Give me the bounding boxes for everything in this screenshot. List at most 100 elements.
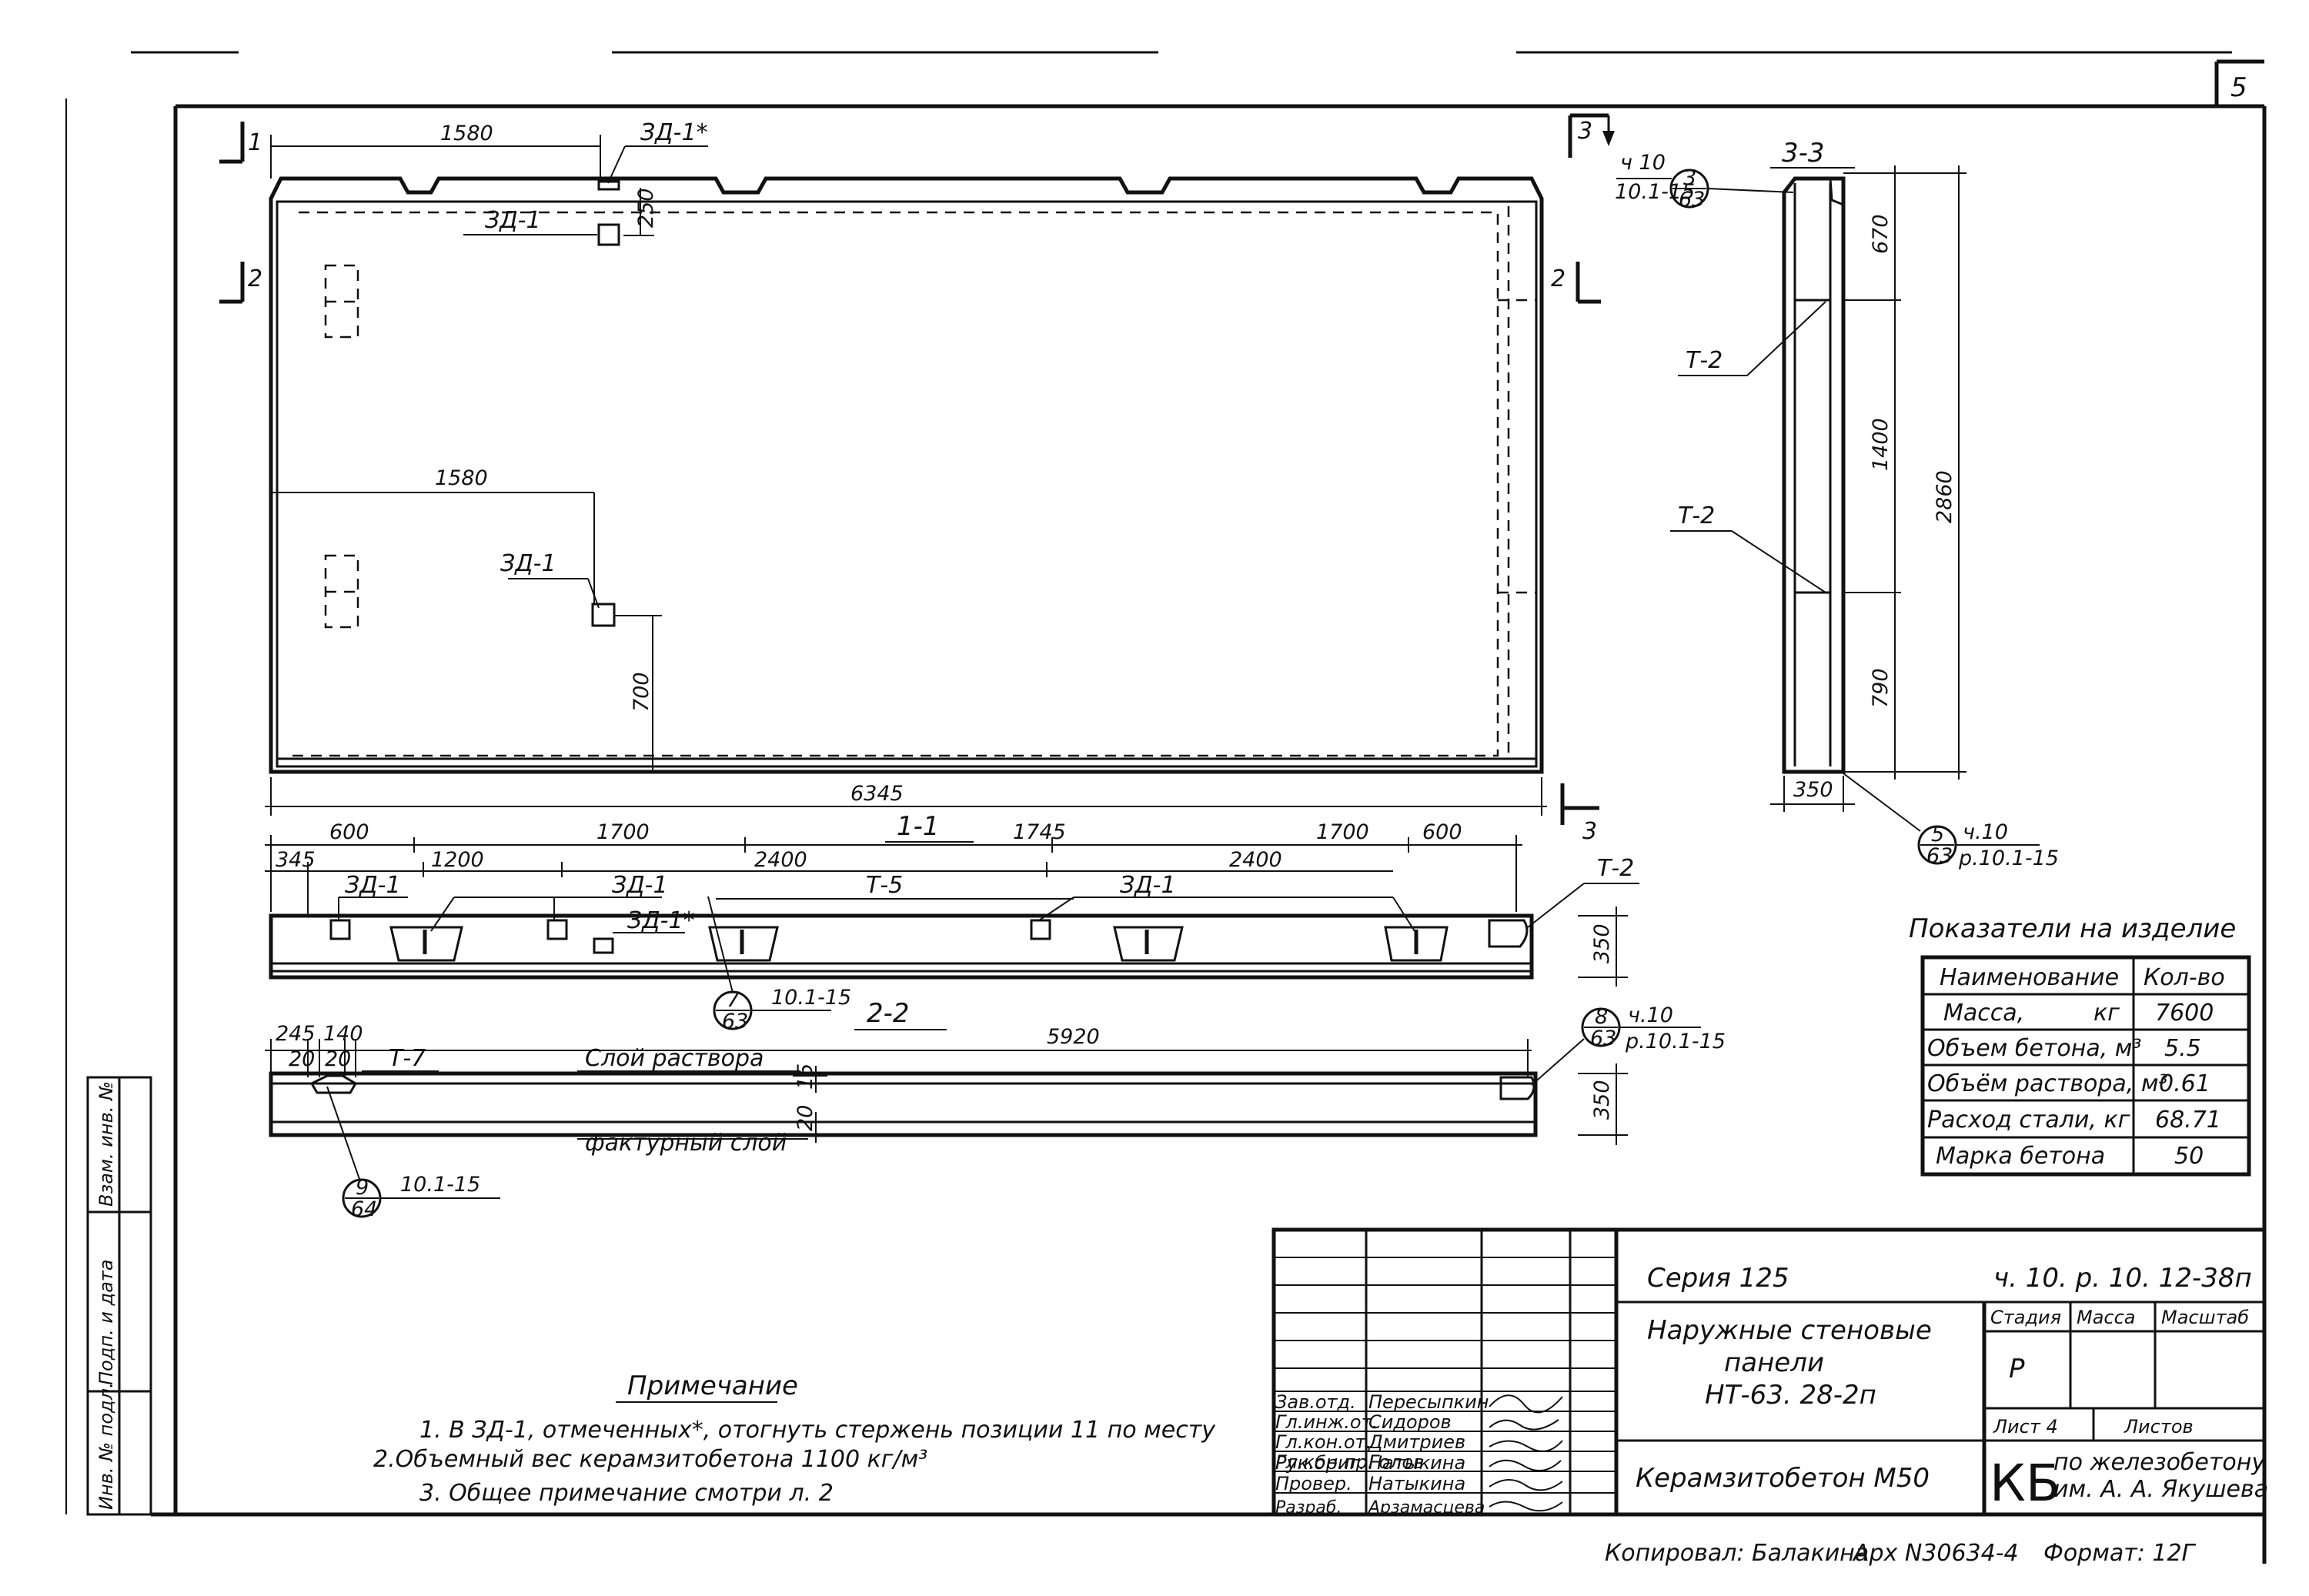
callout-7-sheet: 63 bbox=[722, 1010, 748, 1033]
strip-label-replace: Взам. инв. № bbox=[95, 1081, 117, 1207]
dim-22-140: 140 bbox=[323, 1022, 363, 1046]
section-1-1: 600 1700 1745 1700 600 1-1 345 1200 2400… bbox=[265, 811, 1639, 1033]
embedded-plate-mid bbox=[591, 603, 616, 627]
cut-1: 1 bbox=[248, 129, 262, 156]
callout-5-ref1: ч.10 bbox=[1963, 820, 2008, 844]
indicator-value-3: 68.71 bbox=[2155, 1107, 2221, 1134]
tb-org-mark: КБ bbox=[1990, 1454, 2060, 1513]
indicator-value-0: 7600 bbox=[2155, 1000, 2214, 1027]
tb-description-3: НТ-63. 28-2п bbox=[1705, 1380, 1876, 1411]
tb-material: Керамзитобетон М50 bbox=[1636, 1463, 1930, 1494]
callout-5-ref2: р.10.1-15 bbox=[1958, 846, 2059, 870]
tb-name-1: Сидоров bbox=[1368, 1411, 1452, 1433]
indicator-unit-0: кг bbox=[2093, 1000, 2120, 1027]
tb-name-0: Пересыпкин bbox=[1368, 1391, 1489, 1413]
label-22-mortar: Слой раствора bbox=[585, 1045, 764, 1072]
section-3-3: 3-3 670 1400 790 2860 Т-2 Т-2 350 3 63 ч… bbox=[1615, 138, 2059, 870]
indicator-name-1: Объем бетона, м³ bbox=[1927, 1035, 2141, 1062]
tb-format: Формат: 12Г bbox=[2043, 1540, 2197, 1567]
notes-line-2: 2.Объемный вес керамзитобетона 1100 кг/м… bbox=[373, 1446, 927, 1473]
label-33-t2a: Т-2 bbox=[1686, 347, 1723, 374]
label-zd-mid: ЗД-1 bbox=[500, 550, 556, 577]
indicator-name-4: Марка бетона bbox=[1936, 1143, 2105, 1170]
callout-5-sheet: 63 bbox=[1926, 844, 1953, 868]
label-zd-top: ЗД-1 bbox=[485, 207, 541, 234]
strip-label-sign: Подп. и дата bbox=[95, 1260, 117, 1386]
dim-11-1200: 1200 bbox=[431, 848, 484, 872]
signatures bbox=[1489, 1394, 1563, 1512]
tb-name-2: Дмитриев bbox=[1368, 1431, 1465, 1453]
notes: Примечание 1. В ЗД-1, отмеченных*, отогн… bbox=[373, 1371, 1216, 1507]
tb-scale-header: Масштаб bbox=[2161, 1307, 2249, 1328]
embedded-plate-top bbox=[597, 223, 620, 246]
section-22-title: 2-2 bbox=[867, 998, 910, 1029]
callout-7-ref: 10.1-15 bbox=[771, 986, 851, 1010]
label-22-t7: Т-7 bbox=[389, 1045, 426, 1072]
tb-sheets-label: Листов bbox=[2124, 1416, 2194, 1437]
section-2-2: 2-2 245 140 20 20 5920 Т-7 Слой раствора… bbox=[265, 998, 1726, 1221]
indicators-header-qty: Кол-во bbox=[2144, 964, 2225, 991]
callout-3-ref2: 10.1-15 bbox=[1615, 180, 1695, 204]
dim-11-2400a: 2400 bbox=[754, 848, 807, 872]
callout-8-sheet: 63 bbox=[1590, 1027, 1616, 1050]
indicator-name-3: Расход стали, кг bbox=[1927, 1107, 2130, 1134]
dim-22-5920: 5920 bbox=[1047, 1025, 1100, 1049]
label-11-t5: Т-5 bbox=[866, 872, 903, 899]
callout-8-num: 8 bbox=[1595, 1005, 1608, 1029]
dim-22-15: 15 bbox=[794, 1063, 817, 1090]
indicator-name-2: Объём раствора, м³ bbox=[1927, 1070, 2168, 1097]
tb-name-5: Натыкина bbox=[1368, 1473, 1465, 1494]
label-11-t2: Т-2 bbox=[1597, 855, 1634, 882]
indicators-title: Показатели на изделие bbox=[1909, 913, 2236, 944]
dim-22-20b: 20 bbox=[325, 1047, 351, 1071]
tb-name-3: Голов bbox=[1368, 1451, 1424, 1473]
dim-11-2400b: 2400 bbox=[1229, 848, 1282, 872]
label-33-t2b: Т-2 bbox=[1678, 503, 1715, 529]
tb-code: ч. 10. р. 10. 12-38п bbox=[1993, 1263, 2252, 1294]
frame: 5 bbox=[65, 59, 2267, 1564]
tb-role-4: Рук.бриг. bbox=[1275, 1452, 1365, 1474]
strip-label-inv: Инв. № подл. bbox=[95, 1382, 117, 1510]
dim-22-20c: 20 bbox=[794, 1105, 817, 1131]
dim-top-1580: 1580 bbox=[440, 122, 493, 145]
tb-role-5: Провер. bbox=[1275, 1473, 1352, 1494]
tb-org-name-1: по железобетону bbox=[2053, 1449, 2266, 1476]
cut-2-left: 2 bbox=[248, 265, 262, 292]
indicator-value-2: 0.61 bbox=[2159, 1070, 2210, 1097]
indicator-value-1: 5.5 bbox=[2164, 1035, 2201, 1062]
dim-11-1745: 1745 bbox=[1013, 820, 1066, 844]
notes-line-1: 1. В ЗД-1, отмеченных*, отогнуть стержен… bbox=[419, 1417, 1216, 1444]
tb-stage: Р bbox=[2009, 1354, 2025, 1384]
dim-11-350: 350 bbox=[1590, 923, 1614, 963]
label-11-zd1-c: ЗД-1 bbox=[1120, 872, 1176, 899]
tb-role-3: Гл.кон.пр. bbox=[1275, 1451, 1373, 1473]
tb-description-1: Наружные стеновые bbox=[1647, 1315, 1932, 1346]
cut-2-right: 2 bbox=[1551, 265, 1566, 292]
callout-3-ref1: ч 10 bbox=[1620, 151, 1666, 175]
tb-series: Серия 125 bbox=[1647, 1263, 1789, 1294]
tb-copied: Копировал: Балакина bbox=[1605, 1540, 1869, 1567]
tb-mass-header: Масса bbox=[2077, 1307, 2136, 1328]
section-11-title: 1-1 bbox=[897, 811, 940, 842]
tb-name-4: Натыкина bbox=[1368, 1452, 1465, 1474]
tb-name-6: Арзамасцева bbox=[1367, 1498, 1485, 1518]
dim-11-1700a: 1700 bbox=[596, 820, 650, 844]
sheet-number: 5 bbox=[2230, 72, 2247, 103]
callout-3-num: 3 bbox=[1683, 166, 1696, 190]
section-33-title: 3-3 bbox=[1782, 138, 1825, 169]
notes-title: Примечание bbox=[627, 1371, 798, 1401]
tb-role-2: Гл.кон.от. bbox=[1275, 1431, 1372, 1453]
tb-stage-header: Стадия bbox=[1990, 1307, 2061, 1328]
notes-line-3: 3. Общее примечание смотри л. 2 bbox=[419, 1480, 834, 1507]
indicators-header-name: Наименование bbox=[1940, 964, 2119, 991]
indicator-name-0: Масса, bbox=[1943, 1000, 2024, 1027]
tb-org-name-2: им. А. А. Якушева bbox=[2053, 1476, 2268, 1503]
dim-mid-1580: 1580 bbox=[435, 466, 488, 490]
callout-8-ref2: р.10.1-15 bbox=[1625, 1030, 1726, 1053]
callout-5-num: 5 bbox=[1931, 823, 1944, 846]
dim-33-2860: 2860 bbox=[1933, 470, 1956, 523]
title-block: Зав.отд. Гл.инж.от. Гл.кон.от. Гл.кон.пр… bbox=[1271, 1227, 2268, 1567]
tb-archive: Арх N30634-4 bbox=[1852, 1540, 2019, 1567]
dim-6345: 6345 bbox=[850, 782, 904, 806]
